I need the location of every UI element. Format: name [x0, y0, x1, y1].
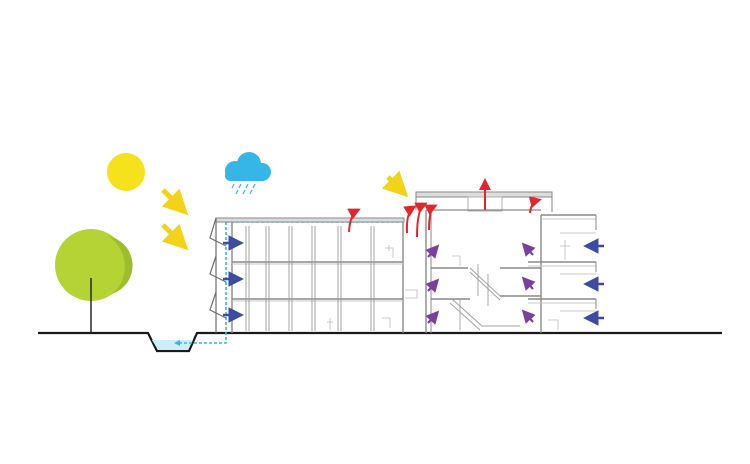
solar-ray-arrow [381, 170, 409, 198]
rain-drops [231, 183, 256, 195]
stack-ventilation-arrow [425, 310, 440, 325]
rain-cloud-icon [225, 152, 271, 195]
solar-ray-arrow [161, 188, 189, 216]
left-building [209, 217, 418, 333]
stack-ventilation-arrow [425, 244, 440, 259]
stack-ventilation [425, 242, 536, 325]
exhaust-arrow [424, 204, 438, 231]
rainwater-pipe [176, 221, 400, 344]
sun-icon [107, 153, 145, 191]
solar-ray-arrow [161, 223, 189, 251]
right-building [415, 191, 597, 333]
tree-icon [55, 229, 133, 333]
exhaust-arrow [347, 208, 361, 233]
basin-inflow-arrow [174, 340, 180, 346]
exhaust-arrow [414, 202, 428, 238]
rainwater-basin-icon [152, 340, 193, 350]
exhaust-arrow [403, 205, 417, 234]
exhaust-airflow [347, 178, 542, 238]
solar-rays [161, 170, 409, 251]
stack-ventilation-arrow [521, 309, 536, 324]
cross-ventilation [223, 235, 604, 326]
stack-ventilation-arrow [521, 276, 536, 291]
stack-ventilation-arrow [521, 242, 536, 257]
ground-line [38, 331, 722, 353]
stack-ventilation-arrow [425, 278, 440, 293]
exhaust-arrow [528, 196, 542, 214]
